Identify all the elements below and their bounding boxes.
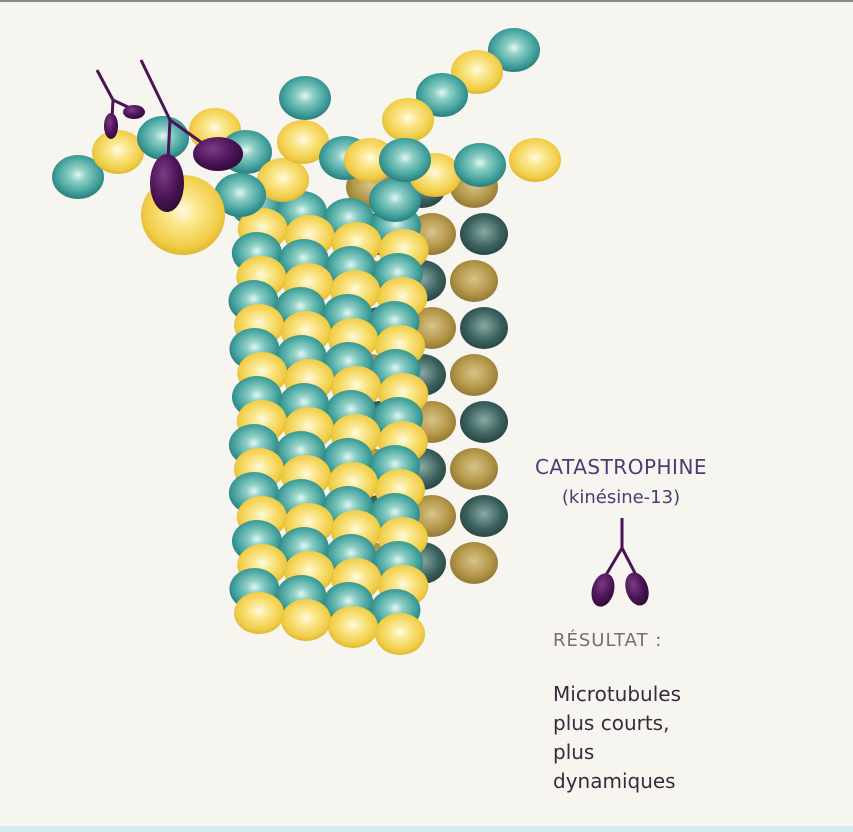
tubulin-peeling bbox=[379, 138, 431, 182]
microtubule-front-wall bbox=[228, 184, 429, 655]
tubulin-peeling bbox=[257, 158, 309, 202]
kinesin-stalk bbox=[166, 119, 172, 161]
tubulin-peeling bbox=[416, 73, 468, 117]
tubulin-peeling bbox=[382, 98, 434, 142]
legend-title: CATASTROPHINE bbox=[534, 455, 708, 479]
result-line: plus bbox=[553, 740, 595, 764]
tubulin-beta bbox=[328, 606, 379, 648]
tubulin-peeling bbox=[369, 178, 421, 222]
tubulin-back bbox=[460, 401, 508, 443]
result-label: RÉSULTAT : bbox=[553, 630, 663, 651]
tubulin-beta bbox=[234, 592, 285, 634]
tubulin-back bbox=[450, 354, 498, 396]
result-line: plus courts, bbox=[553, 711, 670, 735]
tubulin-back bbox=[460, 213, 508, 255]
bottom-border bbox=[0, 826, 853, 832]
kinesin-stalk bbox=[169, 118, 206, 147]
tubulin-back bbox=[450, 260, 498, 302]
tubulin-beta bbox=[281, 599, 332, 641]
tubulin-peeling bbox=[52, 155, 104, 199]
kinesin-head bbox=[104, 113, 118, 139]
kinesin-13-motor-icon bbox=[591, 518, 649, 607]
tubulin-peeling bbox=[451, 50, 503, 94]
tubulin-back bbox=[450, 448, 498, 490]
tubulin-beta bbox=[375, 613, 426, 655]
kinesin-stalk bbox=[95, 69, 115, 101]
tubulin-peeling bbox=[92, 130, 144, 174]
tubulin-back bbox=[460, 495, 508, 537]
tubulin-peeling bbox=[277, 120, 329, 164]
tubulin-peeling bbox=[214, 173, 266, 217]
result-line: dynamiques bbox=[553, 769, 676, 793]
result-description: Microtubules plus courts, plus dynamique… bbox=[553, 680, 753, 796]
kinesin-head bbox=[193, 137, 243, 171]
tubulin-peeling bbox=[279, 76, 331, 120]
tubulin-peeling bbox=[488, 28, 540, 72]
tubulin-peeling bbox=[454, 143, 506, 187]
tubulin-peeling bbox=[509, 138, 561, 182]
top-border bbox=[0, 0, 853, 2]
kinesin-motors-on-tip bbox=[95, 59, 243, 212]
legend-subtitle: (kinésine-13) bbox=[561, 487, 681, 508]
kinesin-head bbox=[150, 154, 184, 212]
tubulin-peeling bbox=[137, 116, 189, 160]
tubulin-back bbox=[450, 542, 498, 584]
result-line: Microtubules bbox=[553, 682, 681, 706]
tubulin-back bbox=[460, 307, 508, 349]
kinesin-stalk bbox=[139, 59, 172, 121]
kinesin-head bbox=[123, 105, 145, 119]
